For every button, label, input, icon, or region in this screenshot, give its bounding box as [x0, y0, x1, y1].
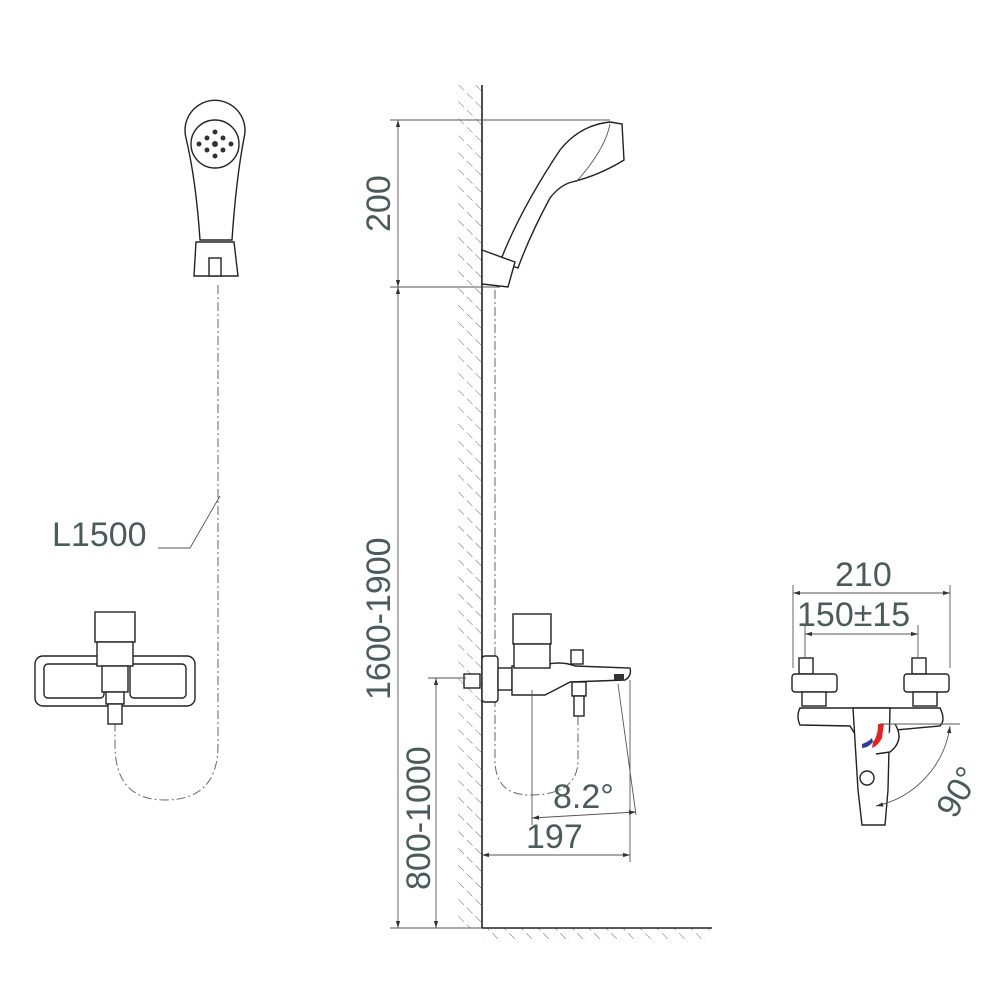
spray-nozzles: [196, 129, 234, 159]
floor: [482, 927, 712, 942]
dim-90-deg: 90°: [929, 760, 988, 824]
wall: [458, 85, 483, 928]
hose-length-label: L1500: [52, 516, 147, 554]
dim-197: 197: [526, 818, 583, 856]
mixer-side: [463, 613, 632, 717]
dimension-lines: [390, 119, 637, 929]
hand-shower-side: [481, 121, 625, 288]
hose-leader-line: [158, 495, 221, 549]
hose-path-side: [494, 290, 579, 796]
hand-shower-front: [184, 99, 246, 277]
cold-indicator: [862, 738, 873, 748]
mixer-front: [34, 611, 196, 725]
dim-150-15: 150±15: [797, 596, 910, 634]
hose-path-front: [114, 285, 219, 801]
mixer-top-view: [791, 657, 950, 826]
dim-200: 200: [360, 175, 398, 232]
top-view-dimensions: [792, 585, 960, 807]
dim-1600-1900: 1600-1900: [360, 537, 398, 700]
dim-210: 210: [835, 556, 892, 594]
dim-800-1000: 800-1000: [400, 746, 438, 890]
dim-8-2-deg: 8.2°: [553, 778, 614, 816]
